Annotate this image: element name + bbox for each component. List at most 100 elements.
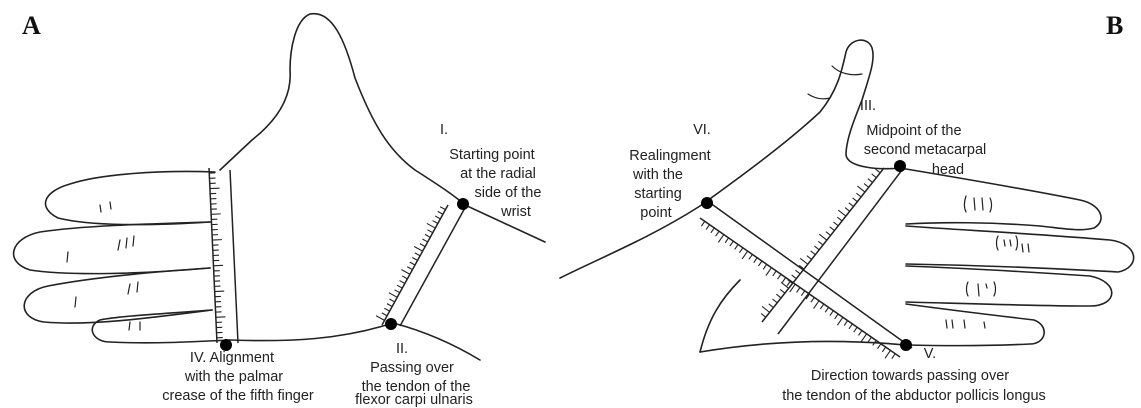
point-iv-dot bbox=[220, 339, 232, 351]
tape-tick bbox=[871, 173, 877, 179]
tape-tick bbox=[427, 229, 434, 234]
tape-tick bbox=[810, 297, 815, 303]
tape-tick bbox=[838, 209, 847, 217]
hand-b-drawing bbox=[559, 39, 1135, 353]
tape-tick bbox=[817, 240, 824, 246]
label-point-iii: III. Midpoint of the second metacarpal h… bbox=[860, 98, 990, 178]
tape-tick bbox=[758, 260, 763, 267]
tape-tick bbox=[853, 326, 858, 333]
tape-tick bbox=[825, 231, 831, 236]
tape-tick bbox=[422, 238, 428, 243]
tape-tick bbox=[818, 233, 828, 241]
tape-tick bbox=[738, 247, 744, 254]
tape-tick bbox=[781, 277, 787, 283]
tape-tick bbox=[805, 293, 810, 300]
tape-tick bbox=[780, 281, 790, 289]
tape-tick bbox=[798, 264, 805, 270]
tape-tick bbox=[401, 275, 408, 280]
tape-tick bbox=[741, 250, 749, 260]
tape-tick bbox=[394, 289, 401, 294]
tape-tick bbox=[384, 307, 390, 312]
tape-tick bbox=[799, 257, 809, 265]
tape-tick bbox=[399, 280, 406, 284]
tape-tick bbox=[777, 273, 782, 280]
tape-tick bbox=[705, 224, 710, 230]
tape-tick bbox=[439, 206, 446, 211]
tape-tick bbox=[852, 197, 858, 203]
tape-tick bbox=[819, 303, 825, 310]
label-point-v: V. Direction towards passing over the te… bbox=[782, 346, 1046, 404]
point-vi-dot bbox=[701, 197, 713, 209]
tape-tick bbox=[891, 353, 896, 359]
point-i-dot bbox=[457, 198, 469, 210]
tape-tick bbox=[765, 267, 772, 276]
tape-tick bbox=[829, 310, 834, 316]
measuring-tape-b bbox=[699, 167, 913, 359]
tape-tick bbox=[710, 227, 715, 234]
tape-tick bbox=[386, 303, 393, 308]
tape-tick bbox=[389, 298, 395, 303]
tape-tick bbox=[787, 279, 793, 284]
tape-tick bbox=[867, 178, 873, 183]
tape-tick bbox=[426, 222, 436, 229]
tape-tick bbox=[700, 220, 706, 227]
tape-tick bbox=[875, 168, 881, 174]
tape-tick bbox=[848, 323, 853, 330]
tape-tick bbox=[432, 220, 439, 224]
tape-ticks-a-finger bbox=[209, 172, 226, 339]
tape-tick bbox=[813, 300, 820, 309]
tape-tick bbox=[768, 303, 774, 308]
tape-tick bbox=[800, 290, 806, 297]
point-iii-dot bbox=[894, 160, 906, 172]
tape-tick bbox=[834, 313, 839, 320]
tape-tick bbox=[867, 336, 872, 343]
tape-tick bbox=[837, 216, 843, 222]
tape-tick bbox=[779, 288, 786, 294]
tape-tick bbox=[748, 254, 753, 260]
tape-tick bbox=[381, 312, 388, 317]
tape-tick bbox=[795, 269, 801, 275]
tape-tick bbox=[776, 293, 782, 299]
label-point-ii: II. Passing over the tendon of the flexo… bbox=[355, 341, 474, 408]
tape-tick bbox=[829, 226, 835, 231]
tape-tick bbox=[388, 292, 398, 298]
tape-tick bbox=[810, 250, 816, 256]
tape-tick bbox=[424, 233, 431, 238]
tape-tick bbox=[789, 283, 796, 293]
tape-tick bbox=[872, 340, 877, 346]
tape-tick bbox=[806, 255, 812, 260]
point-v-dot bbox=[900, 339, 912, 351]
tape-tick bbox=[863, 183, 870, 188]
tape-tick bbox=[836, 316, 844, 326]
tape-tick bbox=[753, 257, 758, 263]
tape-tick bbox=[884, 350, 891, 359]
tape-tick bbox=[761, 305, 770, 313]
tape-tick bbox=[856, 192, 862, 198]
label-point-vi: VI. Realingment with the starting point bbox=[629, 122, 715, 221]
tape-tick bbox=[791, 274, 797, 280]
tape-tick bbox=[772, 270, 777, 277]
tape-tick bbox=[824, 307, 830, 313]
tape-tick bbox=[412, 257, 418, 261]
tape-tick bbox=[406, 266, 413, 271]
tape-tick bbox=[814, 245, 820, 251]
tape-tick bbox=[715, 230, 720, 237]
measuring-tape-a bbox=[208, 167, 467, 344]
tape-tick bbox=[375, 315, 385, 321]
tape-tick bbox=[858, 330, 863, 336]
tape-tick bbox=[413, 246, 423, 252]
tape-tick bbox=[419, 243, 426, 248]
tape-tick bbox=[409, 261, 416, 266]
tape-tick bbox=[848, 202, 854, 207]
label-point-i: I. Starting point at the radial side of … bbox=[440, 122, 546, 220]
label-point-iv: IV. Alignment with the palmar crease of … bbox=[162, 350, 314, 404]
panel-a: A bbox=[12, 11, 546, 408]
tape-tick bbox=[881, 346, 887, 353]
tape-tick bbox=[833, 221, 839, 227]
tape-tick bbox=[772, 298, 778, 304]
tape-tick bbox=[877, 343, 882, 350]
tape-ticks-b-diagonal bbox=[700, 220, 896, 359]
tape-ticks-a-wrist bbox=[375, 206, 446, 321]
tape-tick bbox=[796, 287, 801, 293]
